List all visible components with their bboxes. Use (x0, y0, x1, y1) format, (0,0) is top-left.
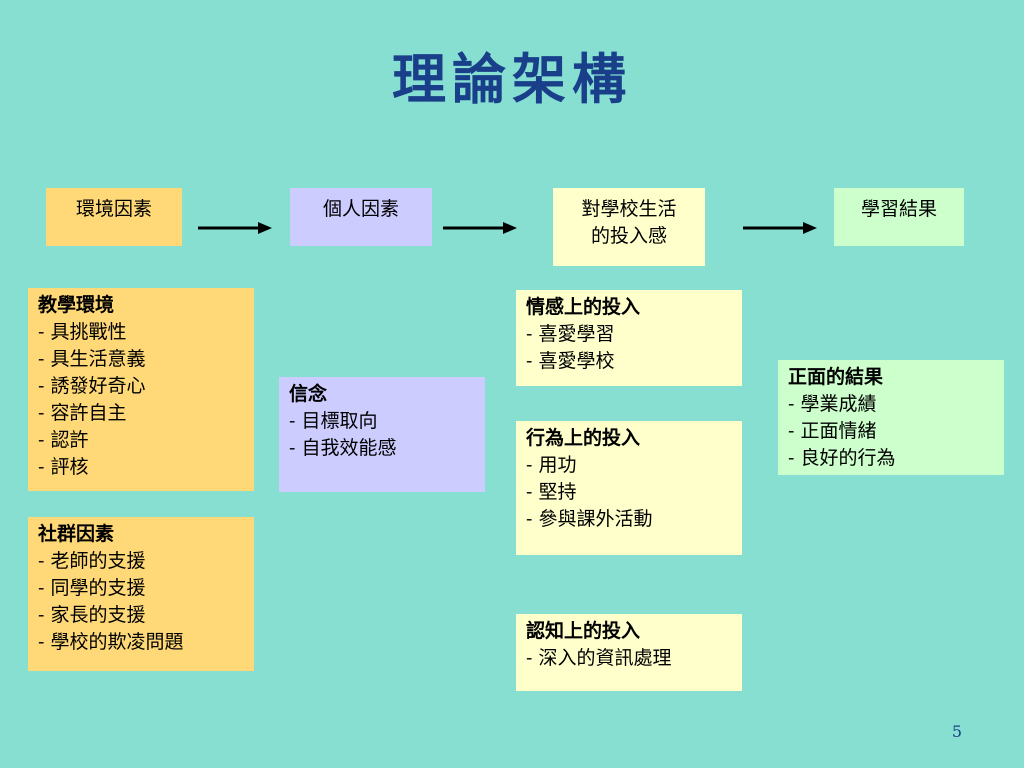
list-item: - 目標取向 (289, 410, 378, 432)
list-item: - 喜愛學習 (526, 323, 615, 345)
list-item: - 喜愛學校 (526, 350, 615, 372)
list-item: - 自我效能感 (289, 437, 397, 459)
header-engagement-text: 對學校生活的投入感 (581, 198, 677, 247)
arrow-personal-to-engagement (443, 222, 517, 234)
list-item: - 認許 (38, 429, 89, 451)
list-item: - 老師的支援 (38, 550, 146, 572)
community-factors-head: 社群因素 (38, 523, 115, 545)
list-item: - 容許自主 (38, 402, 127, 424)
arrow-environment-to-personal (198, 222, 272, 234)
header-outcome: 學習結果 (834, 188, 964, 246)
belief-head: 信念 (289, 383, 328, 405)
box-community-factors: 社群因素 - 老師的支援 - 同學的支援 - 家長的支援 - 學校的欺凌問題 (28, 517, 254, 671)
header-engagement: 對學校生活的投入感 (553, 188, 705, 266)
list-item: - 堅持 (526, 481, 577, 503)
list-item: - 學業成績 (788, 393, 877, 415)
list-item: - 用功 (526, 454, 577, 476)
list-item: - 家長的支援 (38, 604, 146, 626)
list-item: - 同學的支援 (38, 577, 146, 599)
box-teaching-environment: 教學環境 - 具挑戰性 - 具生活意義 - 誘發好奇心 - 容許自主 - 認許 … (28, 288, 254, 491)
slide-title: 理論架構 (392, 47, 632, 111)
behavioral-engagement-head: 行為上的投入 (526, 427, 641, 449)
box-behavioral-engagement: 行為上的投入 - 用功 - 堅持 - 參與課外活動 (516, 421, 742, 555)
page-number: 5 (951, 722, 963, 741)
list-item: - 良好的行為 (788, 447, 896, 469)
arrow-engagement-to-outcome (743, 222, 817, 234)
box-cognitive-engagement: 認知上的投入 - 深入的資訊處理 (516, 614, 742, 691)
list-item: - 評核 (38, 456, 89, 478)
header-personal: 個人因素 (290, 188, 432, 246)
list-item: - 參與課外活動 (526, 508, 653, 530)
header-environment: 環境因素 (46, 188, 182, 246)
box-belief: 信念 - 目標取向 - 自我效能感 (279, 377, 485, 492)
list-item: - 具生活意義 (38, 348, 146, 370)
list-item: - 深入的資訊處理 (526, 647, 672, 669)
box-emotional-engagement: 情感上的投入 - 喜愛學習 - 喜愛學校 (516, 290, 742, 386)
box-positive-outcomes: 正面的結果 - 學業成績 - 正面情緒 - 良好的行為 (778, 360, 1004, 475)
list-item: - 學校的欺凌問題 (38, 631, 184, 653)
list-item: - 正面情緒 (788, 420, 877, 442)
positive-outcomes-head: 正面的結果 (788, 366, 884, 388)
list-item: - 誘發好奇心 (38, 375, 146, 397)
cognitive-engagement-head: 認知上的投入 (526, 620, 641, 642)
teaching-environment-head: 教學環境 (38, 294, 115, 316)
emotional-engagement-head: 情感上的投入 (526, 296, 641, 318)
list-item: - 具挑戰性 (38, 321, 127, 343)
